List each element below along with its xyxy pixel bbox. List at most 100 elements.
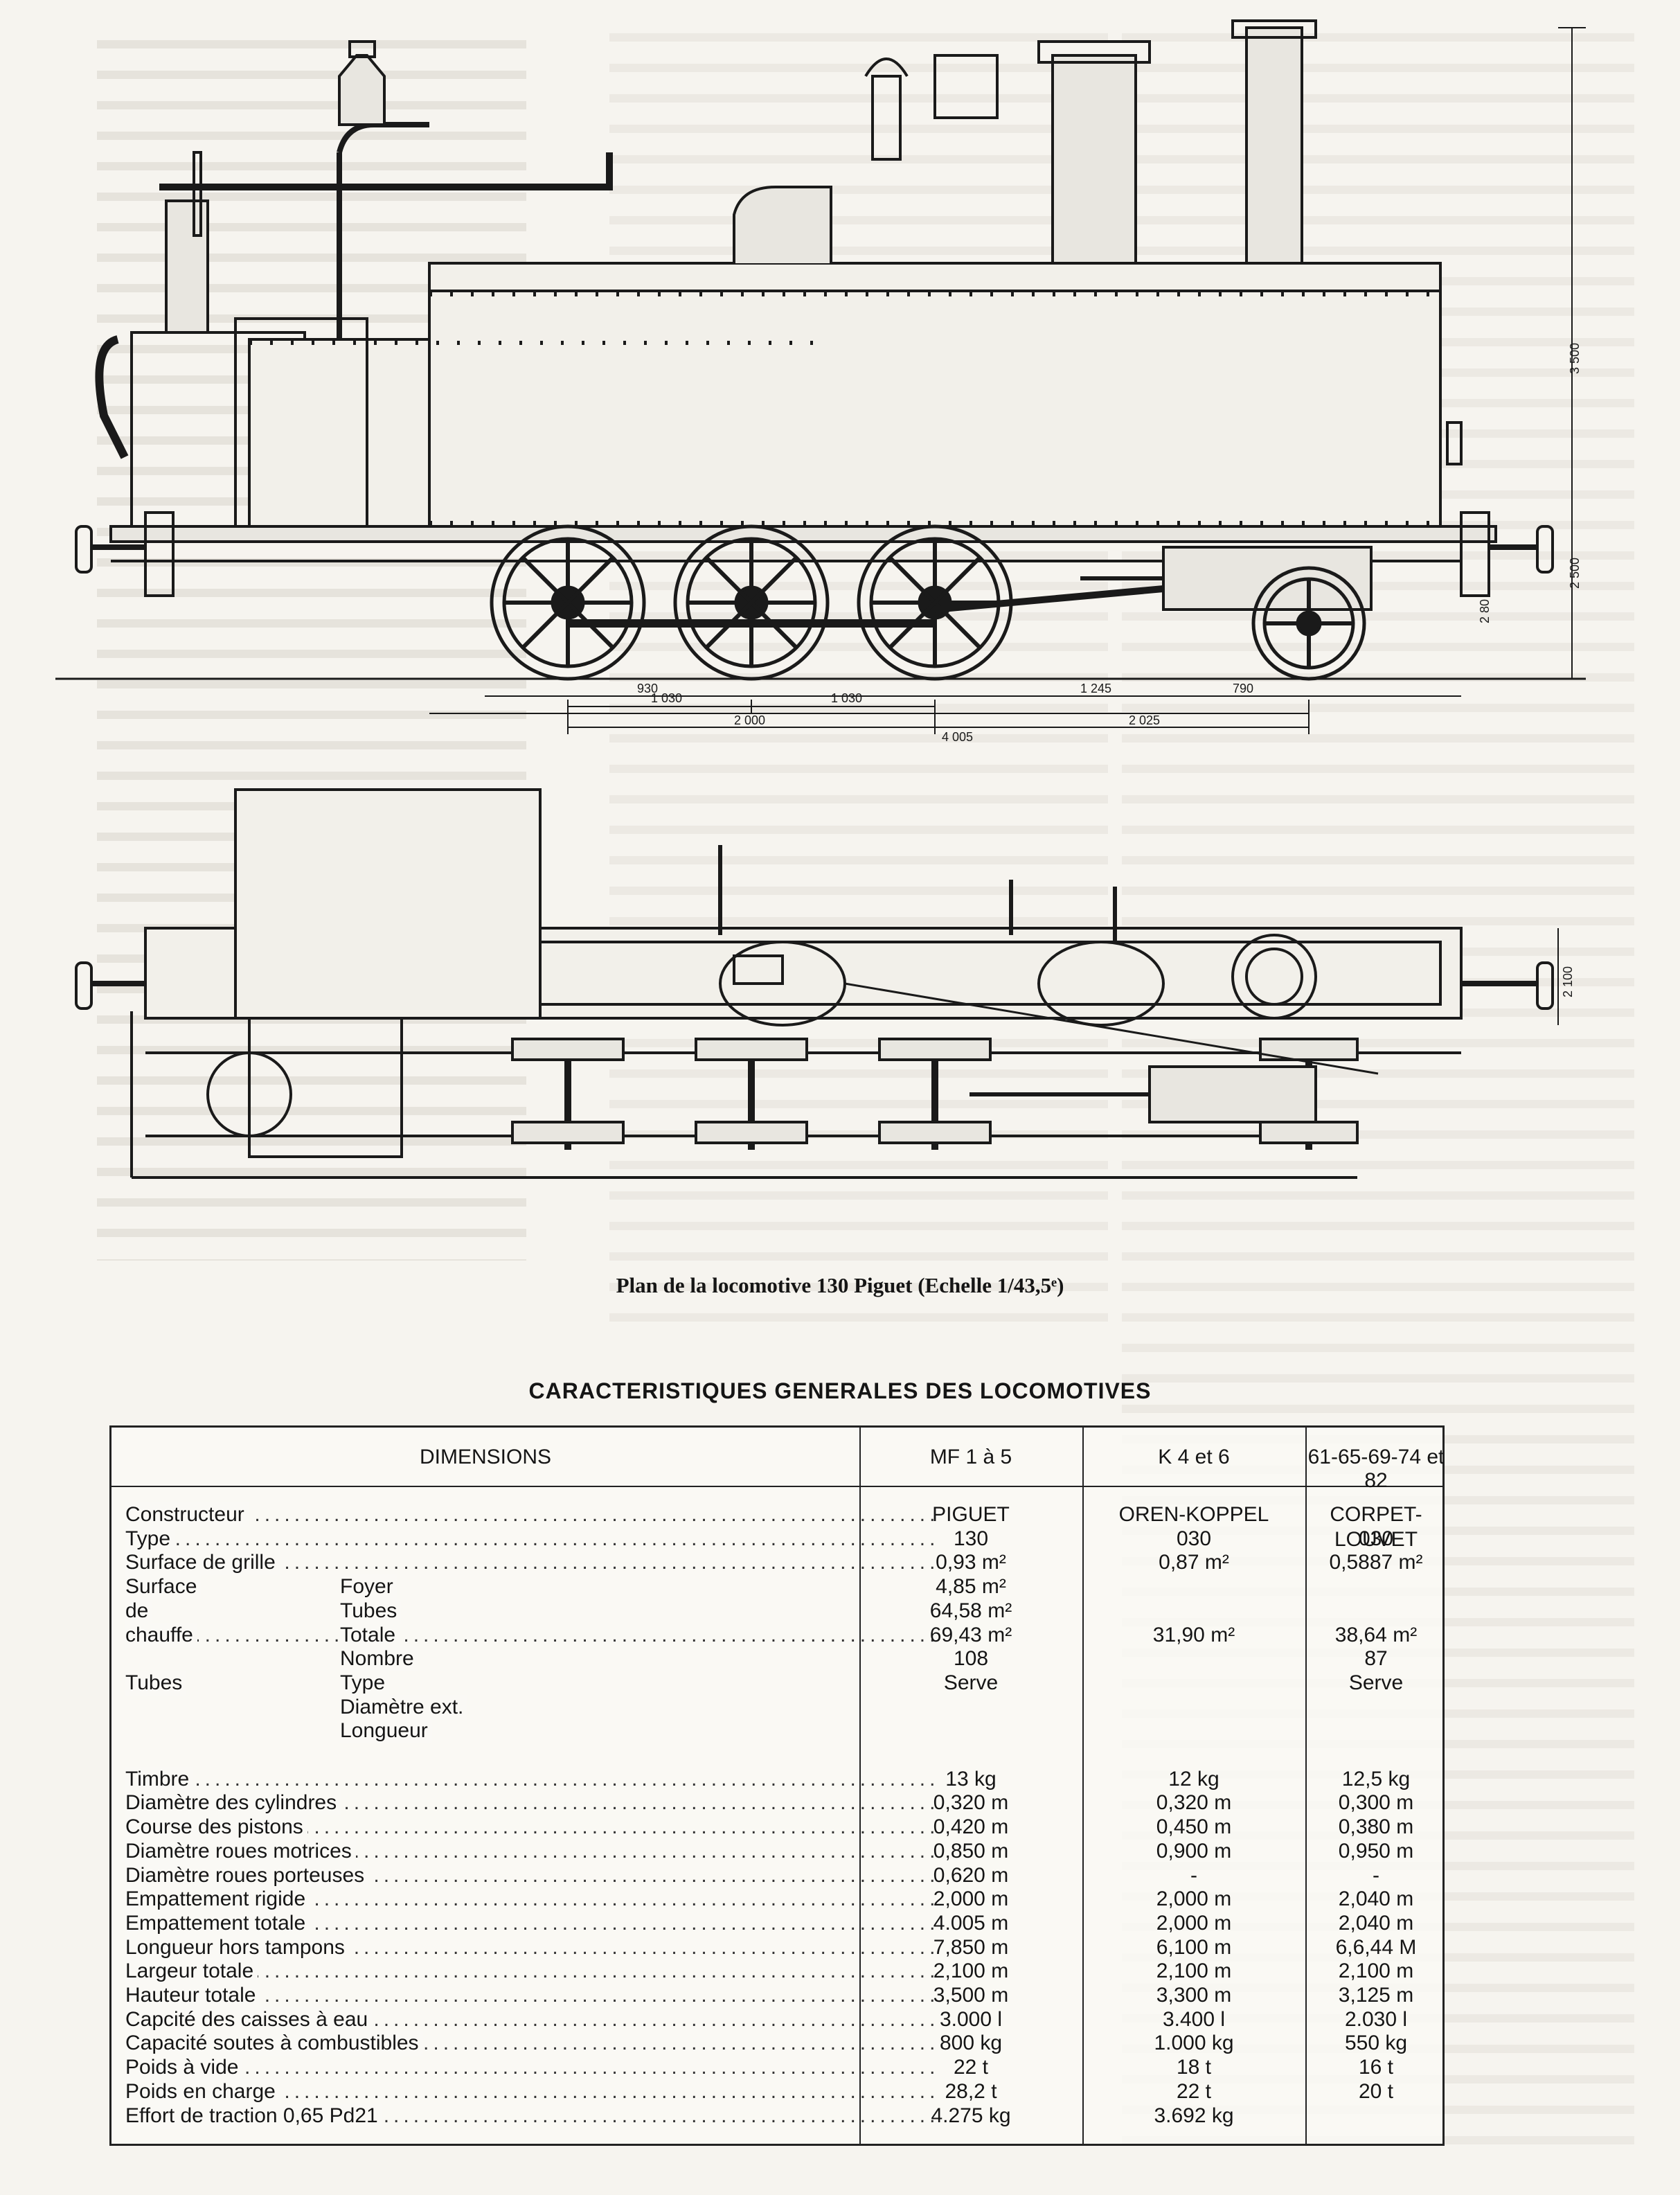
row-label: Capacité soutes à combustibles	[125, 2031, 423, 2056]
cell-mf: 0,320 m	[933, 1791, 1009, 1815]
table-row: ........................................…	[111, 1910, 1442, 1936]
table-row: ........................................…	[111, 2079, 1442, 2104]
cell-k: 0,320 m	[1156, 1791, 1232, 1815]
cell-k: 030	[1176, 1527, 1212, 1550]
cell-mf: PIGUET	[932, 1503, 1010, 1526]
cell-k: 18 t	[1176, 2056, 1212, 2079]
cell-corpet: 2,040 m	[1338, 1911, 1414, 1935]
table-row: ........................................…	[111, 1790, 1442, 1816]
header-mf: MF 1 à 5	[929, 1446, 1012, 1468]
cell-mf: 4.005 m	[933, 1911, 1009, 1935]
row-sublabel: Foyer	[340, 1574, 397, 1600]
dim-label: 2 100	[1561, 966, 1575, 997]
leader-dots: ........................................…	[125, 1527, 936, 1550]
row-label: Surface	[125, 1574, 202, 1600]
table-row: ........................................…	[111, 1766, 1442, 1792]
dim-label: 2 80	[1478, 599, 1492, 623]
row-label: Capcité des caisses à eau	[125, 2007, 373, 2032]
row-sublabel: Type	[340, 1670, 390, 1696]
locomotive-drawing: 3 500 2 500 2 80 1 030 1 030 1 245 2 000…	[55, 19, 1586, 1179]
table-row: ........................................…	[111, 1983, 1442, 2008]
row-sublabel: Longueur	[340, 1718, 432, 1744]
cell-mf: 4.275 kg	[931, 2104, 1011, 2127]
header-divider	[111, 1486, 1442, 1487]
bleed-through-text	[609, 21, 1108, 1323]
cell-mf: 3.000 l	[939, 2007, 1003, 2031]
cell-k: OREN-KOPPEL	[1118, 1503, 1269, 1526]
row-label: Tubes	[125, 1670, 187, 1696]
cell-k: 2,100 m	[1156, 1959, 1232, 1983]
leader-dots: ........................................…	[125, 1767, 936, 1790]
row-label: Surface de grille	[125, 1550, 280, 1576]
dim-label: 930	[637, 682, 658, 695]
cell-corpet: 2.030 l	[1344, 2007, 1408, 2031]
cell-corpet: 3,125 m	[1338, 1984, 1414, 2007]
row-label: Timbre	[125, 1766, 194, 1792]
row-sublabel: Nombre	[340, 1646, 418, 1672]
cell-mf: 108	[953, 1647, 989, 1671]
cell-corpet: 0,5887 m²	[1329, 1551, 1423, 1574]
table-row: ........................................…	[111, 2055, 1442, 2081]
dim-label: 790	[1233, 682, 1253, 695]
cell-corpet: 87	[1364, 1647, 1388, 1671]
table-row: Surface Foyer 4,85 m²	[111, 1574, 1442, 1600]
cell-mf: 69,43 m²	[929, 1623, 1012, 1646]
table-row: ........................................…	[111, 1526, 1442, 1552]
cell-mf: 4,85 m²	[936, 1575, 1006, 1599]
cell-corpet: -	[1373, 1863, 1379, 1887]
cell-mf: 7,850 m	[933, 1935, 1009, 1959]
cell-corpet: 16 t	[1358, 2056, 1394, 2079]
row-label: de	[125, 1598, 153, 1624]
table-row: Longueur	[111, 1718, 1442, 1744]
cell-mf: 0,420 m	[933, 1815, 1009, 1839]
table-row	[111, 1743, 1442, 1768]
dim-label: 4 005	[942, 730, 973, 744]
cell-mf: Serve	[943, 1671, 999, 1694]
table-row: ........................................…	[111, 1622, 1442, 1648]
cell-mf: 0,93 m²	[936, 1551, 1006, 1574]
cell-k: 3.692 kg	[1154, 2104, 1234, 2127]
dim-label: 2 025	[1129, 713, 1160, 727]
cell-k: 6,100 m	[1156, 1935, 1232, 1959]
cell-k: 3.400 l	[1162, 2007, 1226, 2031]
row-label: Course des pistons	[125, 1815, 307, 1840]
leader-dots: ........................................…	[125, 1623, 936, 1646]
cell-k: 2,000 m	[1156, 1911, 1232, 1935]
row-label: Empattement rigide	[125, 1887, 310, 1912]
cell-k: 2,000 m	[1156, 1887, 1232, 1911]
cell-mf: 22 t	[953, 2056, 989, 2079]
dim-label: 3 500	[1568, 343, 1582, 374]
cell-corpet: 030	[1358, 1527, 1394, 1550]
cell-corpet: 550 kg	[1344, 2032, 1408, 2055]
cell-mf: 2,000 m	[933, 1887, 1009, 1911]
cell-mf: 28,2 t	[945, 2079, 997, 2103]
table-row: ........................................…	[111, 2007, 1442, 2032]
row-label: Effort de traction 0,65 Pd21	[125, 2103, 382, 2129]
row-sublabel: Diamètre ext.	[340, 1694, 468, 1720]
cell-corpet: 2,100 m	[1338, 1959, 1414, 1983]
leader-dots: ........................................…	[125, 1503, 936, 1526]
leader-dots: ........................................…	[125, 2056, 936, 2079]
row-label: Constructeur	[125, 1502, 249, 1527]
cell-corpet: 12,5 kg	[1341, 1767, 1411, 1790]
leader-dots: ........................................…	[125, 1959, 936, 1983]
table-row: ........................................…	[111, 1935, 1442, 1960]
cell-corpet: 38,64 m²	[1334, 1623, 1418, 1646]
cell-corpet: 0,380 m	[1338, 1815, 1414, 1839]
row-label: Diamètre roues porteuses	[125, 1863, 369, 1888]
cell-mf: 0,620 m	[933, 1863, 1009, 1887]
table-title: CARACTERISTIQUES GENERALES DES LOCOMOTIV…	[528, 1378, 1152, 1403]
cell-corpet: 2,040 m	[1338, 1887, 1414, 1911]
cell-k: -	[1190, 1863, 1197, 1887]
cell-k: 12 kg	[1168, 1767, 1219, 1790]
column-divider	[1305, 1428, 1307, 2144]
table-row: ........................................…	[111, 1887, 1442, 1912]
table-row: ........................................…	[111, 1959, 1442, 1984]
cell-mf: 13 kg	[945, 1767, 997, 1790]
table-row: ........................................…	[111, 2031, 1442, 2056]
row-label: Largeur totale	[125, 1959, 258, 1984]
row-label: Longueur hors tampons	[125, 1935, 349, 1960]
table-row: ........................................…	[111, 1863, 1442, 1888]
row-label: Diamètre roues motrices	[125, 1838, 356, 1864]
